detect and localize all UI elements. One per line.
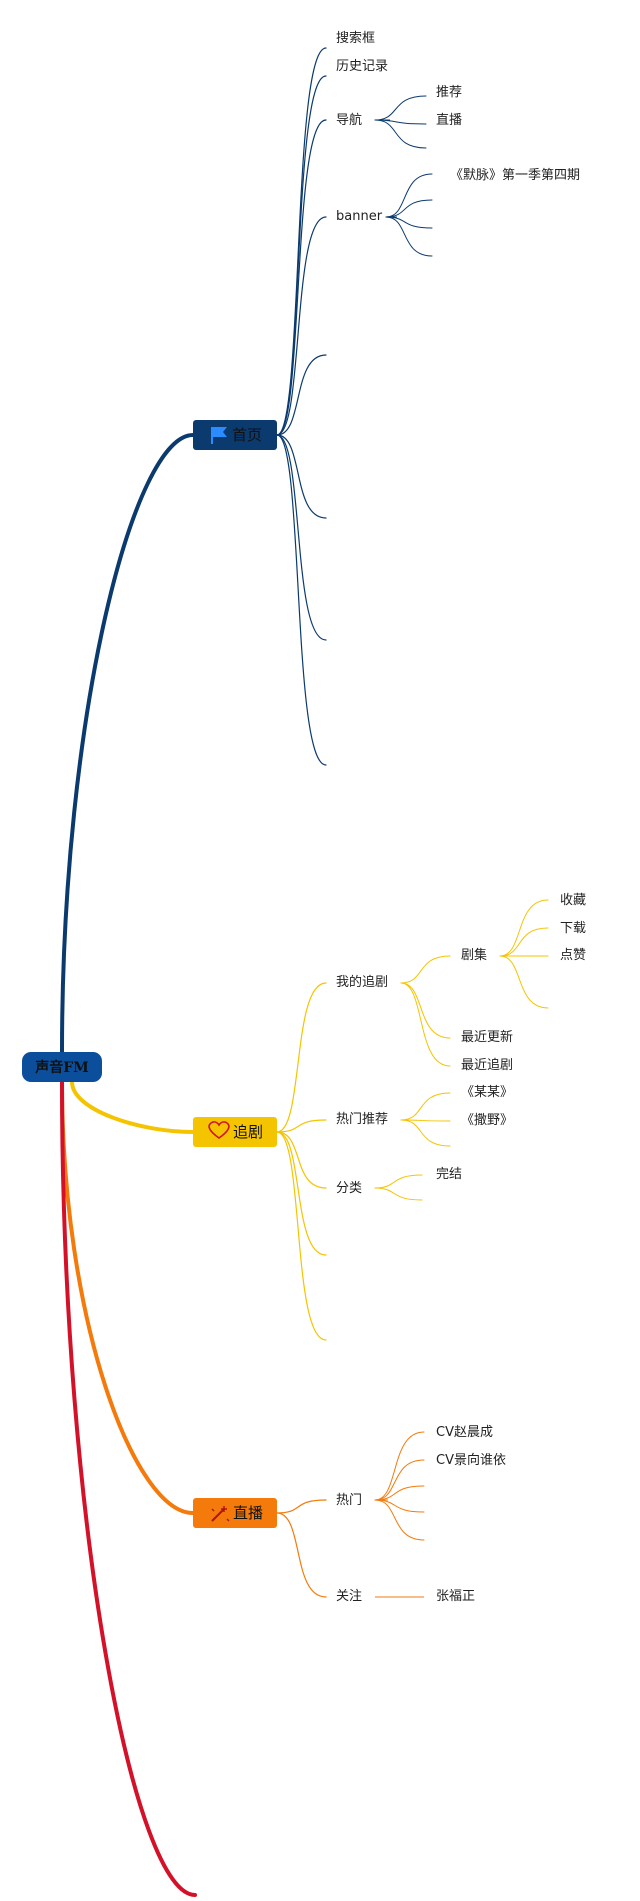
edge-myfollow-child-1 [400, 982, 451, 1039]
node-my-follow[interactable]: 我的追剧 [336, 974, 388, 990]
edge-nav-child-0 [374, 95, 427, 121]
edge-root-extra [60, 1080, 197, 1897]
heart-icon [208, 1121, 230, 1139]
edge-hotrec-child-0 [400, 1092, 451, 1121]
edge-hot-child-4 [374, 1499, 425, 1541]
edge-home-child-7 [276, 434, 327, 766]
edge-follow-child-3 [276, 1131, 327, 1256]
edge-category-child-0 [374, 1174, 423, 1189]
node-episodes[interactable]: 剧集 [461, 947, 487, 963]
node-navigation[interactable]: 导航 [336, 112, 362, 128]
edge-myfollow-child-0 [400, 955, 451, 984]
node-drama-b[interactable]: 《撒野》 [461, 1112, 513, 1128]
edge-root-live [60, 1080, 195, 1515]
edge-root-home [60, 433, 195, 1054]
branch-label-home: 首页 [232, 426, 262, 444]
node-cv-a[interactable]: CV赵晨成 [436, 1425, 493, 1440]
branch-node-home[interactable]: 首页 [193, 420, 277, 450]
branch-node-live[interactable]: 直播 [193, 1498, 277, 1528]
edge-live-child-1 [276, 1512, 327, 1598]
node-recent-update[interactable]: 最近更新 [461, 1029, 513, 1045]
node-category[interactable]: 分类 [336, 1181, 362, 1196]
edge-nav-child-2 [374, 119, 427, 149]
node-search-box[interactable]: 搜索框 [336, 31, 375, 46]
edge-banner-child-3 [385, 216, 433, 257]
edge-hotrec-child-1 [400, 1119, 451, 1122]
node-completed[interactable]: 完结 [436, 1167, 462, 1182]
branch-label-live: 直播 [233, 1504, 263, 1522]
node-followed[interactable]: 关注 [336, 1589, 362, 1604]
edge-home-child-5 [276, 434, 327, 519]
edge-banner-child-1 [385, 199, 433, 218]
node-download[interactable]: 下载 [560, 921, 586, 936]
node-banner[interactable]: banner [336, 209, 383, 224]
edge-follow-child-4 [276, 1131, 327, 1341]
edge-follow-child-1 [276, 1119, 327, 1133]
node-banner-item[interactable]: 《默脉》第一季第四期 [450, 167, 580, 183]
connector-lines [60, 47, 549, 1897]
node-drama-a[interactable]: 《某某》 [461, 1085, 513, 1100]
edge-follow-child-0 [276, 982, 327, 1133]
node-hot-recommend[interactable]: 热门推荐 [336, 1112, 388, 1127]
node-hot[interactable]: 热门 [336, 1493, 362, 1508]
node-history[interactable]: 历史记录 [336, 59, 388, 74]
edge-episodes-child-0 [499, 899, 549, 957]
edge-episodes-child-1 [499, 927, 549, 957]
branch-node-follow[interactable]: 追剧 [193, 1117, 277, 1147]
node-favorite[interactable]: 收藏 [560, 893, 586, 908]
edge-home-child-6 [276, 434, 327, 641]
edge-root-follow [70, 1080, 195, 1134]
flag-icon [211, 427, 227, 444]
magic-wand-icon [211, 1506, 230, 1522]
edge-banner-child-0 [385, 173, 433, 218]
edge-live-child-0 [276, 1499, 327, 1514]
edge-hotrec-child-2 [400, 1119, 451, 1147]
root-label: 声音FM [34, 1059, 88, 1076]
node-recent-follow[interactable]: 最近追剧 [461, 1057, 513, 1073]
edge-hot-child-1 [374, 1459, 425, 1501]
node-cv-b[interactable]: CV景向谁依 [436, 1452, 506, 1468]
node-recommend[interactable]: 推荐 [436, 85, 462, 100]
node-followed-user[interactable]: 张福正 [436, 1589, 475, 1604]
edge-category-child-1 [374, 1187, 423, 1201]
branch-label-follow: 追剧 [233, 1123, 263, 1141]
node-live-nav[interactable]: 直播 [436, 113, 462, 128]
edge-myfollow-child-2 [400, 982, 451, 1067]
edge-follow-child-2 [276, 1131, 327, 1189]
edge-hot-child-0 [374, 1431, 425, 1501]
edge-home-child-3 [276, 216, 327, 436]
edge-home-child-2 [276, 119, 327, 436]
root-node[interactable]: 声音FM [22, 1052, 102, 1082]
node-like[interactable]: 点赞 [560, 948, 586, 963]
edge-episodes-child-3 [499, 955, 549, 1009]
edge-home-child-1 [276, 75, 327, 436]
edge-home-child-4 [276, 354, 327, 436]
